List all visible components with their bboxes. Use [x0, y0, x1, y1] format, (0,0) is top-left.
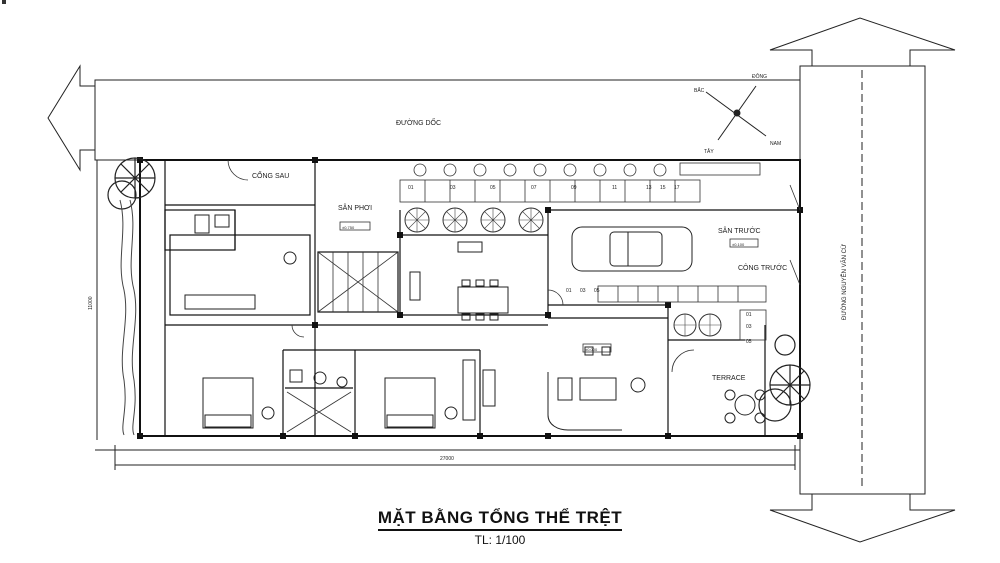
interior-walls: [164, 160, 800, 436]
level-tag-living: ±0.000: [585, 347, 598, 352]
left-hedge: [119, 199, 137, 436]
entry-step-number: 05: [594, 288, 600, 294]
garage-storage: [597, 285, 767, 341]
dimension-height-label: 11000: [88, 296, 94, 310]
stair-step-number: 13: [646, 185, 652, 191]
stair-step-number: 09: [571, 185, 577, 191]
entry-step-number: 01: [566, 288, 572, 294]
tree-right: [758, 334, 811, 422]
street-name-label: ĐƯỜNG NGUYỄN VĂN CỪ: [841, 244, 848, 320]
stair-step-number: 15: [660, 185, 666, 191]
side-step-number: 03: [746, 324, 752, 330]
terrace-label: TERRACE: [712, 375, 746, 382]
stair-step-number: 11: [612, 185, 617, 191]
top-direction-arrow: [769, 17, 956, 67]
compass-north-label: BẮC: [694, 86, 705, 94]
dimension-width-label: 27000: [440, 456, 454, 462]
title-block: MẶT BẰNG TỔNG THỂ TRỆT TL: 1/100: [0, 508, 1000, 547]
plan-title: MẶT BẰNG TỔNG THỂ TRỆT: [377, 508, 623, 531]
plan-labels: ĐƯỜNG DỐC CỔNG SAU SÂN PHƠI SÂN TRƯỚC CÔ…: [88, 73, 848, 462]
level-tag-boxes: [339, 221, 759, 353]
level-tag-drying-yard: ±0.750: [342, 225, 355, 230]
planter-spokes: [405, 208, 721, 336]
front-gate-label: CÔNG TRƯỚC: [738, 263, 787, 272]
shrub-row: [413, 162, 761, 177]
slope-road-label: ĐƯỜNG DỐC: [396, 117, 441, 127]
stair-step-number: 03: [450, 185, 456, 191]
stair-step-number: 17: [674, 185, 680, 191]
stair-hatch: [286, 251, 399, 433]
level-tag-front-yard: ±0.100: [732, 242, 745, 247]
tree-left: [107, 157, 156, 210]
door-swings: [227, 159, 801, 373]
stair-step-number: 07: [531, 185, 537, 191]
bottom-direction-arrow: [769, 493, 956, 543]
stair-step-number: 01: [408, 185, 414, 191]
side-step-number: 05: [746, 339, 752, 345]
furniture: [184, 214, 766, 431]
compass: [705, 85, 767, 141]
back-gate-label: CỔNG SAU: [252, 171, 289, 180]
corner-mark: [2, 0, 6, 4]
front-yard-label: SÂN TRƯỚC: [718, 226, 761, 235]
compass-east-label: ĐÔNG: [752, 73, 767, 80]
compass-south-label: NAM: [770, 141, 781, 147]
columns: [137, 157, 803, 439]
car: [571, 226, 693, 272]
side-step-number: 01: [746, 312, 752, 318]
stair-steps-band: [399, 179, 701, 203]
drying-yard-label: SÂN PHƠI: [338, 203, 372, 212]
building-outline: [139, 159, 801, 437]
left-direction-arrow: [47, 64, 96, 172]
entry-step-number: 03: [580, 288, 586, 294]
stair-step-number: 05: [490, 185, 496, 191]
plan-scale: TL: 1/100: [474, 533, 526, 547]
compass-west-label: TÂY: [704, 148, 714, 155]
